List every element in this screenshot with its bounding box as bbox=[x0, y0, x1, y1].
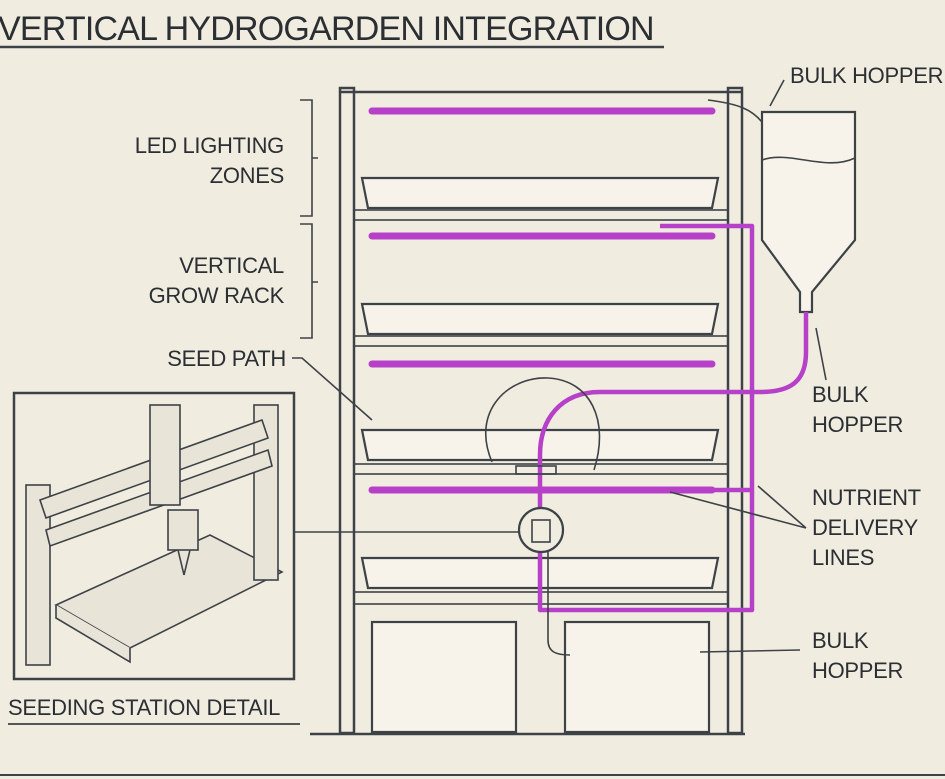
label-nutrient-3: LINES bbox=[812, 545, 874, 570]
rack-right-post bbox=[726, 86, 744, 735]
grow-rack-bracket bbox=[300, 223, 318, 339]
seeding-valve bbox=[517, 506, 565, 554]
vertical-grow-rack bbox=[310, 86, 745, 736]
seeder-head bbox=[167, 509, 199, 551]
label-grow-rack-1: VERTICAL bbox=[179, 253, 284, 278]
led-zones-bracket bbox=[300, 99, 318, 217]
reservoir-bin-left bbox=[370, 620, 518, 734]
label-bulk-hopper-mid-2: HOPPER bbox=[812, 412, 903, 437]
seed-path-arc bbox=[485, 377, 601, 471]
shelf-rail-1 bbox=[353, 209, 729, 221]
seeder-nozzle bbox=[177, 549, 191, 576]
bulk-hopper-bottom-leader bbox=[699, 649, 801, 653]
label-bulk-hopper-bottom-1: BULK bbox=[812, 628, 869, 653]
seed-dispenser bbox=[515, 465, 557, 475]
label-grow-rack-2: GROW RACK bbox=[149, 283, 285, 308]
nutrient-main-line bbox=[537, 223, 809, 613]
label-seed-path: SEED PATH bbox=[167, 346, 286, 371]
seed-path-leader bbox=[292, 357, 373, 421]
label-nutrient-2: DELIVERY bbox=[812, 515, 919, 540]
bulk-hopper bbox=[707, 99, 857, 314]
gantry-bed-side bbox=[55, 605, 131, 664]
grow-tray-2 bbox=[360, 302, 720, 336]
seeding-station-detail bbox=[12, 391, 296, 681]
label-seeding-station: SEEDING STATION DETAIL bbox=[8, 695, 280, 720]
reservoir-bin-right bbox=[563, 620, 711, 734]
label-led-zones-2: ZONES bbox=[210, 163, 284, 188]
label-bulk-hopper-bottom-2: HOPPER bbox=[812, 658, 903, 683]
gantry-left-post bbox=[25, 484, 51, 666]
gantry-carriage bbox=[149, 404, 181, 506]
diagram-title: VERTICAL HYDROGARDEN INTEGRATION bbox=[0, 10, 654, 48]
label-nutrient-1: NUTRIENT bbox=[812, 485, 921, 510]
rack-left-post bbox=[338, 86, 356, 735]
nutrient-leader bbox=[669, 485, 807, 529]
grow-tray-1 bbox=[360, 176, 720, 210]
drain-line bbox=[547, 545, 571, 656]
label-bulk-hopper-top: BULK HOPPER bbox=[790, 63, 943, 88]
hopper-feed-line bbox=[707, 99, 763, 123]
hopper-body bbox=[760, 110, 857, 314]
hopper-fill-line bbox=[761, 156, 856, 164]
label-bulk-hopper-mid-1: BULK bbox=[812, 382, 869, 407]
bulk-hopper-top-leader bbox=[769, 79, 785, 107]
seeding-valve-body bbox=[531, 519, 551, 543]
bulk-hopper-mid-leader bbox=[815, 327, 827, 381]
label-led-zones-1: LED LIGHTING bbox=[135, 133, 284, 158]
shelf-rail-2 bbox=[353, 335, 729, 347]
